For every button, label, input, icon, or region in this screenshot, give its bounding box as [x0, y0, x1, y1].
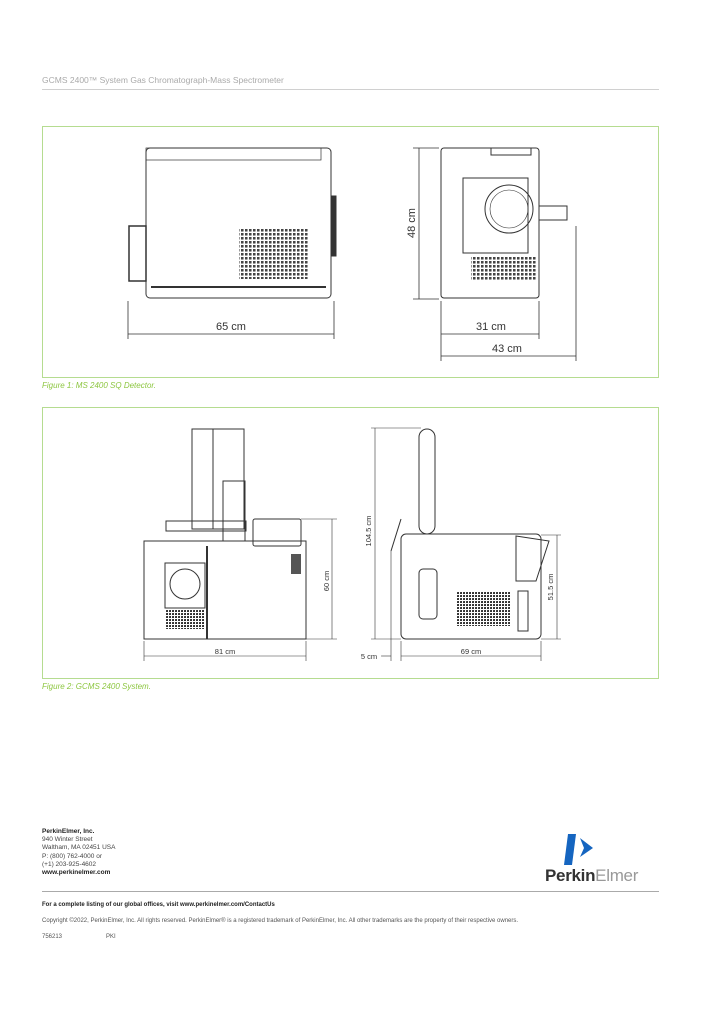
dim-label-69cm: 69 cm	[461, 647, 481, 656]
figure-1-ms-detector-drawing: 65 cm 48 cm 31 cm 43 cm	[42, 126, 659, 378]
phone-line: (+1) 203-925-4602	[42, 860, 97, 868]
dim-label-43cm: 43 cm	[492, 343, 522, 355]
company-name: PerkinElmer, Inc.	[42, 828, 95, 835]
dim-label-51-5cm: 51.5 cm	[546, 574, 555, 601]
document-header-title: GCMS 2400™ System Gas Chromatograph-Mass…	[42, 75, 284, 85]
address-line: 940 Winter Street	[42, 836, 93, 844]
address-line: Waltham, MA 02451 USA	[42, 844, 116, 852]
figure-2-gcms-system-drawing: 81 cm 60 cm 104.5 cm 5 cm 69 cm 51.5 cm	[42, 407, 659, 679]
phone-line: P: (800) 762-4000 or	[42, 852, 102, 860]
copyright-text: Copyright ©2022, PerkinElmer, Inc. All r…	[42, 918, 519, 924]
gcms-side-view	[390, 428, 550, 640]
ms-detector-side-view	[128, 147, 337, 299]
dim-label-31cm: 31 cm	[476, 321, 506, 333]
gcms-front-view	[143, 428, 307, 640]
perkinelmer-logo-text: PerkinElmer	[545, 866, 639, 885]
document-code: 756213	[42, 934, 63, 940]
header-divider	[42, 89, 659, 90]
dimension-lines	[127, 147, 577, 361]
figure-1-caption: Figure 1: MS 2400 SQ Detector.	[42, 381, 156, 390]
figure-2-caption: Figure 2: GCMS 2400 System.	[42, 682, 151, 691]
dim-label-104-5cm: 104.5 cm	[364, 516, 373, 547]
dim-label-81cm: 81 cm	[215, 647, 235, 656]
dimension-lines	[143, 427, 561, 661]
dim-label-65cm: 65 cm	[216, 321, 246, 333]
footer-divider	[42, 891, 659, 892]
dim-label-5cm: 5 cm	[361, 652, 377, 661]
dim-label-60cm: 60 cm	[322, 571, 331, 591]
perkinelmer-logo-icon	[564, 834, 593, 865]
website-link[interactable]: www.perkinelmer.com	[42, 869, 111, 877]
dim-label-48cm: 48 cm	[406, 208, 418, 238]
global-offices-note: For a complete listing of our global off…	[42, 902, 275, 908]
company-address-block: PerkinElmer, Inc. 940 Winter Street Walt…	[42, 828, 115, 877]
pki-code: PKI	[106, 934, 116, 940]
ms-detector-front-view	[440, 147, 568, 299]
